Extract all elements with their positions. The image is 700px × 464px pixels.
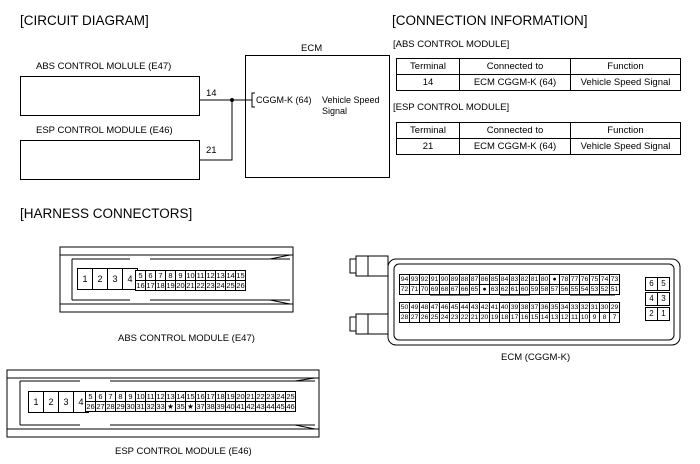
- abs-connection-table: Terminal Connected to Function 14 ECM CG…: [396, 58, 681, 91]
- cell-function: Vehicle Speed Signal: [570, 74, 681, 91]
- connector-pin: 2: [92, 268, 108, 290]
- connector-pin: 3: [657, 292, 670, 306]
- ecm-connector-caption: ECM (CGGM-K): [501, 352, 571, 363]
- esp-module-label: ESP CONTROL MODULE (E46): [36, 125, 173, 136]
- ecm-title: ECM: [301, 43, 323, 54]
- harness-connectors-heading: [HARNESS CONNECTORS]: [20, 206, 193, 221]
- abs-connector-caption: ABS CONTROL MODULE (E47): [118, 333, 255, 344]
- abs-connection-subheading: [ABS CONTROL MODULE]: [393, 39, 510, 50]
- connector-pin: 46: [285, 401, 296, 412]
- wire-abs-number: 14: [206, 88, 217, 99]
- abs-module-label: ABS CONTROL MOLULE (E47): [36, 61, 172, 72]
- ecm-pin-label: CGGM-K (64): [256, 95, 312, 105]
- connector-pin: 3: [107, 268, 123, 290]
- connector-pin: 2: [43, 391, 59, 413]
- connector-pin: 5: [657, 277, 670, 291]
- connector-pin: 1: [657, 307, 670, 321]
- esp-module-box: [20, 140, 200, 180]
- cell-function: Vehicle Speed Signal: [570, 138, 681, 155]
- table-row: 21 ECM CGGM-K (64) Vehicle Speed Signal: [396, 138, 681, 155]
- circuit-diagram-heading: [CIRCUIT DIAGRAM]: [20, 13, 149, 28]
- ecm-signal-line2: Signal: [322, 106, 348, 116]
- connector-pin: 1: [77, 268, 93, 290]
- ecm-box: [245, 55, 390, 178]
- table-header-row: Terminal Connected to Function: [396, 122, 681, 139]
- connector-pin: 51: [609, 284, 620, 295]
- esp-connection-table: Terminal Connected to Function 21 ECM CG…: [396, 122, 681, 155]
- ecm-signal-line1: Vehicle Speed: [322, 95, 380, 105]
- esp-connector-caption: ESP CONTROL MODULE (E46): [115, 446, 252, 457]
- connector-pin: 26: [235, 280, 246, 291]
- connector-pin: 2: [645, 307, 658, 321]
- table-header-row: Terminal Connected to Function: [396, 58, 681, 75]
- table-row: 14 ECM CGGM-K (64) Vehicle Speed Signal: [396, 74, 681, 91]
- connector-pin: 7: [609, 312, 620, 323]
- abs-module-box: [20, 76, 200, 116]
- esp-connection-subheading: [ESP CONTROL MODULE]: [393, 102, 510, 113]
- connection-info-heading: [CONNECTION INFORMATION]: [392, 13, 588, 28]
- connector-pin: 3: [58, 391, 74, 413]
- connector-pin: 1: [28, 391, 44, 413]
- wire-esp-number: 21: [206, 145, 217, 156]
